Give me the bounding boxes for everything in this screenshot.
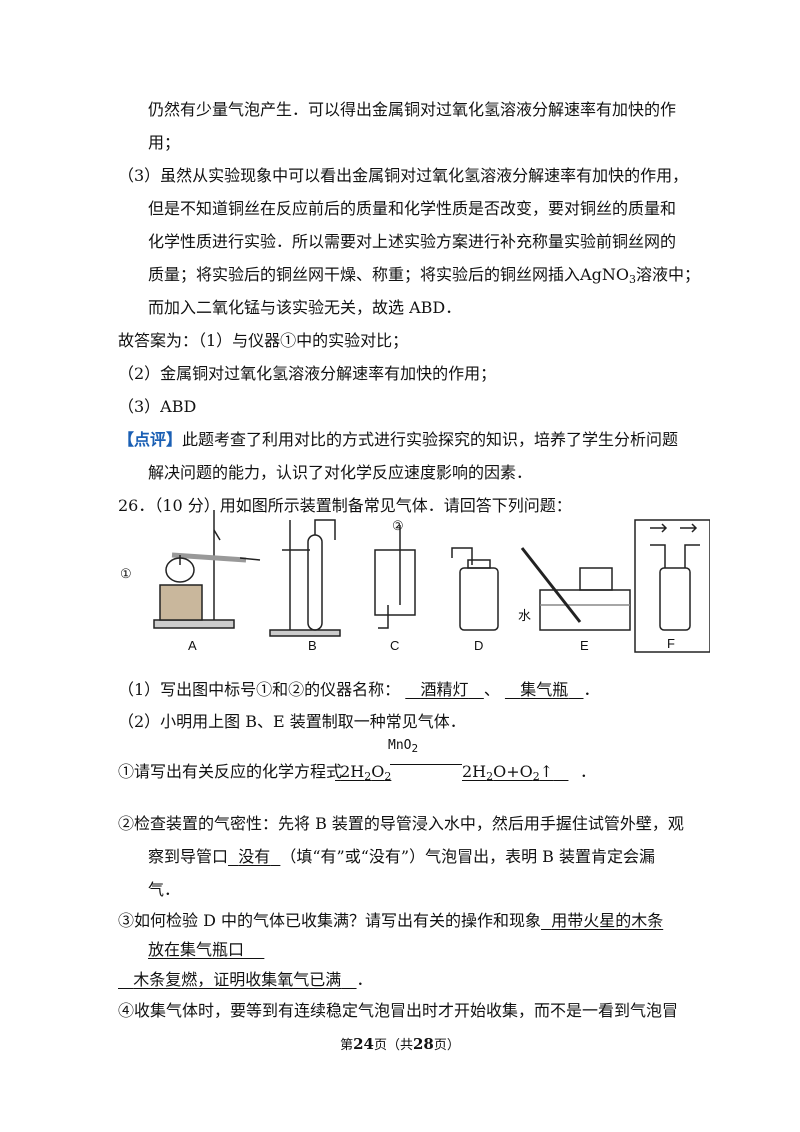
comment-line: 【点评】此题考查了利用对比的方式进行实验探究的知识，培养了学生分析问题 [118,430,678,450]
text-span: ③如何检验 D 中的气体已收集满？请写出有关的操作和现象 [118,911,542,930]
text-line: 气． [148,880,181,899]
question-4: ②检查装置的气密性：先将 B 装置的导管浸入水中，然后用手握住试管外壁，观 [118,814,684,833]
answer-check-result: 木条复燃，证明收集氧气已满 ． [133,970,373,989]
label-e: E [580,638,589,653]
answer-check: 用带火星的木条 [551,911,664,930]
label-d: D [474,638,483,653]
catalyst: MnO2 [388,738,419,755]
text-span: 溶液中； [635,265,700,284]
subscript: 3 [628,273,636,286]
answer-gas-bottle: 集气瓶 [520,680,569,699]
question-4-cont: 察到导管口 没有 （填“有”或“没有”）气泡冒出，表明 B 装置肯定会漏 [148,847,655,867]
label-1: ① [120,566,132,581]
question-6: ④收集气体时，要等到有连续稳定气泡冒出时才开始收集，而不是一看到气泡冒 [118,1001,679,1020]
equation-right: 2H2O+O2↑ [462,762,554,783]
answer-alcohol-lamp: 酒精灯 [420,680,469,699]
text-line: 仍然有少量气泡产生．可以得出金属铜对过氧化氢溶液分解速率有加快的作 [148,100,677,119]
question-3: ①请写出有关反应的化学方程式 [118,762,342,782]
apparatus-a [153,510,261,629]
apparatus-e [520,547,631,631]
label-water: 水 [518,608,531,623]
text-line: 质量；将实验后的铜丝网干燥、称重；将实验后的铜丝网插入AgNO3溶液中； [148,265,700,290]
page-number: 24 [353,1035,374,1053]
text-line: （2）金属铜对过氧化氢溶液分解速率有加快的作用； [118,364,497,383]
text-line: 故答案为：（1）与仪器①中的实验对比； [118,331,409,350]
answer-none: 没有 [238,847,271,866]
question-5: ③如何检验 D 中的气体已收集满？请写出有关的操作和现象 用带火星的木条 [118,911,663,931]
comment-tag: 【点评】 [118,430,183,449]
text-line: （3）ABD [118,397,197,416]
label-a: A [188,638,197,653]
text-line: 但是不知道铜丝在反应前后的质量和化学性质是否改变，要对铜丝的质量和 [148,199,677,218]
question-2: （2）小明用上图 B、E 装置制取一种常见气体． [118,712,466,731]
text-line: 而加入二氧化锰与该实验无关，故选 ABD． [148,298,462,317]
equation-left: 2H2O2 [340,762,392,783]
text-line: 化学性质进行实验．所以需要对上述实验方案进行补充称量实验前铜丝网的 [148,232,677,251]
apparatus-d [451,547,499,631]
text-span: ． [580,762,597,781]
answer-check-cont: 放在集气瓶口 [148,940,245,959]
text-line: 解决问题的能力，认识了对化学反应速度影响的因素． [148,463,533,482]
label-2: ② [392,518,404,533]
question-title: 26．（10 分）用如图所示装置制备常见气体．请回答下列问题： [118,496,572,515]
text-span: （1）写出图中标号①和②的仪器名称： [118,680,401,699]
text-span: ①请写出有关反应的化学方程式 [118,762,343,781]
text-span: 察到导管口 [148,847,229,866]
label-b: B [308,638,317,653]
label-f: F [667,636,675,651]
apparatus-f [634,519,710,653]
apparatus-c [374,525,416,629]
text-span: 、 [483,680,500,699]
text-line: 用； [148,133,181,152]
text-span: ． [583,680,600,699]
chemical-equation: MnO2 [340,738,462,784]
text-span: 此题考查了利用对比的方式进行实验探究的知识，培养了学生分析问题 [182,430,679,449]
text-span: （填“有”或“没有”）气泡冒出，表明 B 装置肯定会漏 [280,847,656,866]
text-line: （3）虽然从实验现象中可以看出金属铜对过氧化氢溶液分解速率有加快的作用， [118,166,689,185]
apparatus-figure: ① ② 水 A B C D E F [120,510,710,653]
apparatus-b [269,519,341,637]
page-footer: 第24页（共28页） [340,1035,460,1053]
label-c: C [390,638,399,653]
question-1: （1）写出图中标号①和②的仪器名称： 酒精灯 、 集气瓶 ． [118,680,600,700]
reaction-arrow [390,764,462,765]
formula-agno3: AgNO [580,265,629,284]
text-span: 质量；将实验后的铜丝网干燥、称重；将实验后的铜丝网插入 [148,265,581,284]
page-total: 28 [413,1035,434,1053]
